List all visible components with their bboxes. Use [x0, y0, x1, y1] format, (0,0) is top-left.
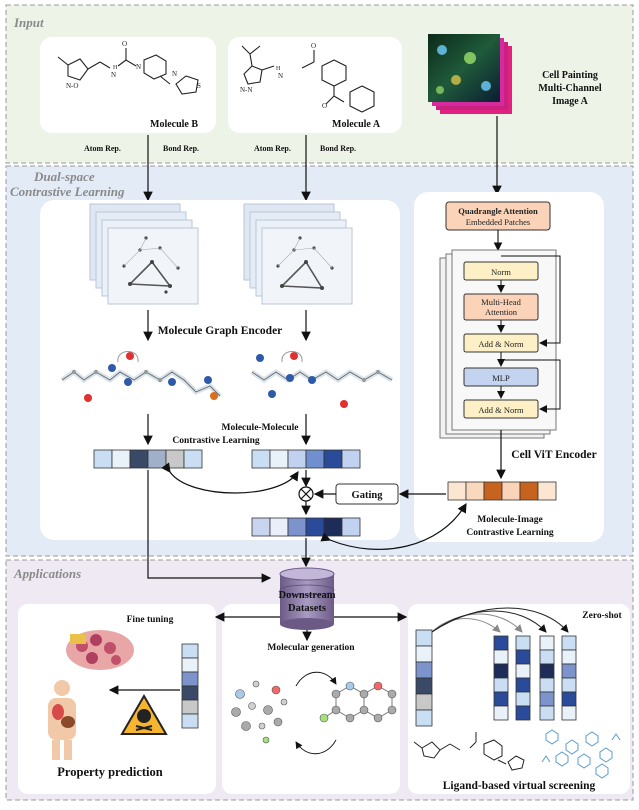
compound-library: [541, 729, 621, 779]
property-embedding: [181, 643, 199, 729]
microscopy-image-icon: [428, 34, 512, 114]
molecule-a-embedding: [251, 449, 361, 469]
downstream-label-2: Datasets: [288, 603, 326, 614]
add-norm-label-2: Add & Norm: [478, 405, 524, 415]
molecule-b-graph-stack: [89, 203, 199, 305]
molecule-b-label: Molecule B: [150, 119, 198, 130]
atom-label: N: [111, 71, 116, 79]
add-norm-label-1: Add & Norm: [478, 339, 524, 349]
atom-label: O: [311, 42, 316, 50]
atom-rep-label-a: Atom Rep.: [254, 144, 291, 153]
cell-cluster-icon: [66, 630, 134, 670]
molecule-a-graph-stack: [243, 203, 353, 305]
bond-rep-label-a: Bond Rep.: [320, 144, 356, 153]
molecule-a-structure: [241, 45, 375, 113]
human-body-icon: [48, 680, 76, 760]
mha-line2: Attention: [485, 307, 518, 317]
atom-label: N-O: [66, 82, 78, 90]
ligand-structure: [413, 732, 525, 771]
otimes-icon: [298, 486, 314, 502]
atom-label: N-N: [240, 86, 252, 94]
zero-shot-label: Zero-shot: [582, 611, 622, 621]
section-title-dual-1: Dual-space: [33, 169, 95, 184]
molecule-graph-encoder-label: Molecule Graph Encoder: [158, 325, 283, 337]
atom-label: O: [322, 102, 327, 110]
atom-rep-label-b: Atom Rep.: [84, 144, 121, 153]
cell-vit-encoder-label: Cell ViT Encoder: [511, 449, 596, 461]
fused-embedding: [251, 517, 361, 537]
section-title-applications: Applications: [13, 566, 81, 581]
section-title-dual-2: Contrastive Learning: [10, 184, 125, 199]
molecule-b-embedding: [93, 449, 203, 469]
molecule-b-card: [40, 37, 216, 133]
molecule-a-card: [228, 37, 402, 133]
scattered-atoms: [231, 680, 288, 744]
molecular-generation-panel: [222, 604, 400, 794]
ligand-screening-label: Ligand-based virtual screening: [443, 780, 596, 792]
downstream-label-1: Downstream: [279, 590, 336, 601]
mol-img-cl-label-2: Contrastive Learning: [466, 528, 554, 538]
property-prediction-label: Property prediction: [57, 765, 162, 779]
image-label-2: Multi-Channel: [538, 83, 602, 94]
molecule-b-structure: [57, 48, 199, 95]
atom-label: N: [172, 70, 177, 78]
image-label-1: Cell Painting: [542, 70, 598, 81]
fine-tuning-label: Fine tuning: [127, 615, 174, 625]
atom-label: N: [136, 63, 141, 71]
image-label-3: Image A: [552, 96, 589, 107]
atom-label: N: [278, 72, 283, 80]
gating-label: Gating: [352, 490, 384, 501]
mol-img-cl-label-1: Molecule-Image: [477, 515, 542, 525]
section-title-input: Input: [13, 15, 44, 30]
mha-line1: Multi-Head: [481, 297, 521, 307]
mlp-label: MLP: [492, 373, 510, 383]
molecule-a-label: Molecule A: [332, 119, 381, 130]
atom-label: S: [197, 82, 201, 90]
mol-mol-cl-label-1: Molecule-Molecule: [221, 423, 298, 433]
add-norm-box-2: [463, 399, 539, 419]
molecule-b-graph: [60, 351, 222, 402]
image-embedding: [447, 481, 557, 501]
atom-label: H: [113, 65, 118, 71]
mol-mol-cl-label-2: Contrastive Learning: [172, 436, 260, 446]
molecule-a-graph: [250, 351, 394, 408]
qa-line2: Embedded Patches: [466, 217, 530, 227]
generated-molecule: [319, 681, 397, 723]
database-icon: [279, 567, 335, 630]
bond-rep-label-b: Bond Rep.: [163, 144, 199, 153]
candidate-embeddings: [493, 635, 577, 721]
qa-line1: Quadrangle Attention: [458, 206, 538, 216]
atom-label: H: [276, 66, 281, 72]
query-embedding: [415, 629, 433, 727]
atom-label: O: [122, 40, 127, 48]
skull-icon: [120, 694, 168, 735]
norm-label: Norm: [491, 267, 511, 277]
molecular-generation-label: Molecular generation: [267, 643, 355, 653]
